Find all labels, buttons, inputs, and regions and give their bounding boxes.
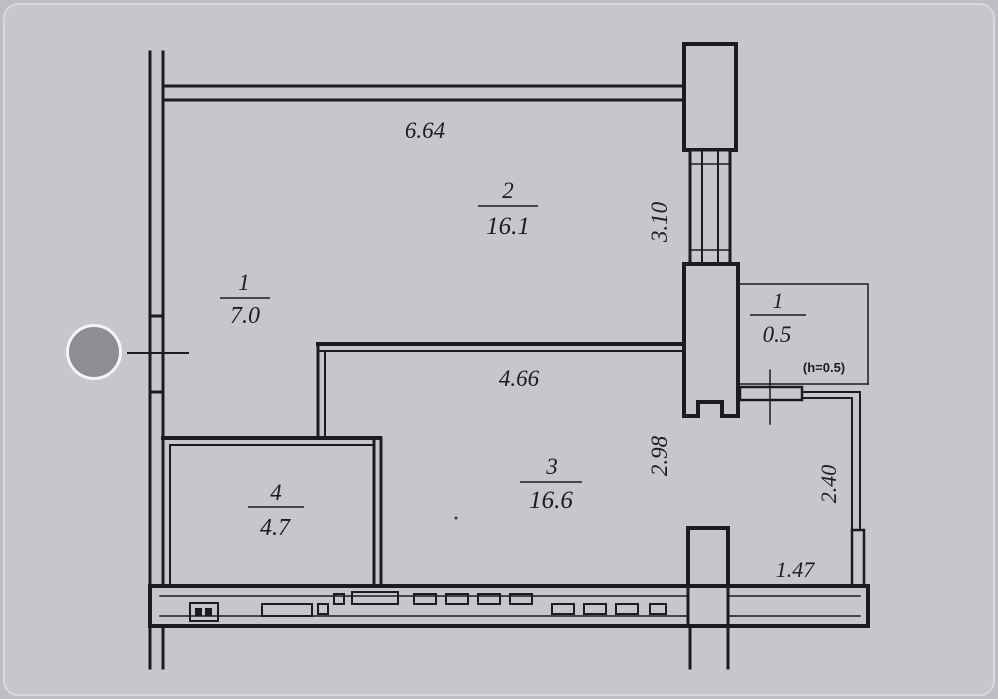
svg-text:4: 4 [270, 480, 282, 505]
balcony-outline [737, 283, 869, 385]
right-small-window [850, 528, 866, 588]
room-label-3: 3 16.6 [520, 454, 582, 514]
svg-text:0.5: 0.5 [763, 322, 792, 347]
dim-right-height: 2.40 [816, 465, 841, 504]
bottom-wall-fixtures [189, 591, 667, 622]
room-label-4: 4 4.7 [248, 480, 304, 541]
room-label-2: 2 16.1 [478, 178, 538, 240]
height-note: (h=0.5) [803, 360, 845, 375]
svg-text:2: 2 [502, 178, 514, 203]
dim-room2-height: 3.10 [647, 201, 672, 243]
svg-text:1: 1 [238, 270, 250, 295]
room-label-1-left: 1 7.0 [220, 270, 270, 329]
dim-top-width: 6.64 [405, 118, 445, 143]
svg-text:16.1: 16.1 [486, 213, 530, 240]
dim-room3-height: 2.98 [647, 435, 672, 476]
room-label-1-right: 1 0.5 [750, 288, 806, 347]
plan-sheet [3, 3, 995, 696]
svg-text:3: 3 [545, 454, 558, 479]
bottom-cross-wall [686, 526, 730, 588]
room3-right-wall [801, 391, 861, 587]
balcony-door [738, 385, 804, 402]
svg-text:16.6: 16.6 [529, 487, 573, 514]
svg-text:7.0: 7.0 [230, 303, 260, 329]
bottom-wall [148, 584, 870, 628]
cursor-indicator [66, 324, 122, 380]
right-wall-upper [682, 42, 738, 152]
svg-text:4.7: 4.7 [260, 515, 291, 541]
dim-bottom-right-width: 1.47 [776, 557, 816, 582]
svg-text:1: 1 [773, 288, 784, 313]
right-wall-middle [682, 262, 740, 418]
right-window [688, 148, 732, 266]
dim-mid-width: 4.66 [499, 366, 540, 391]
